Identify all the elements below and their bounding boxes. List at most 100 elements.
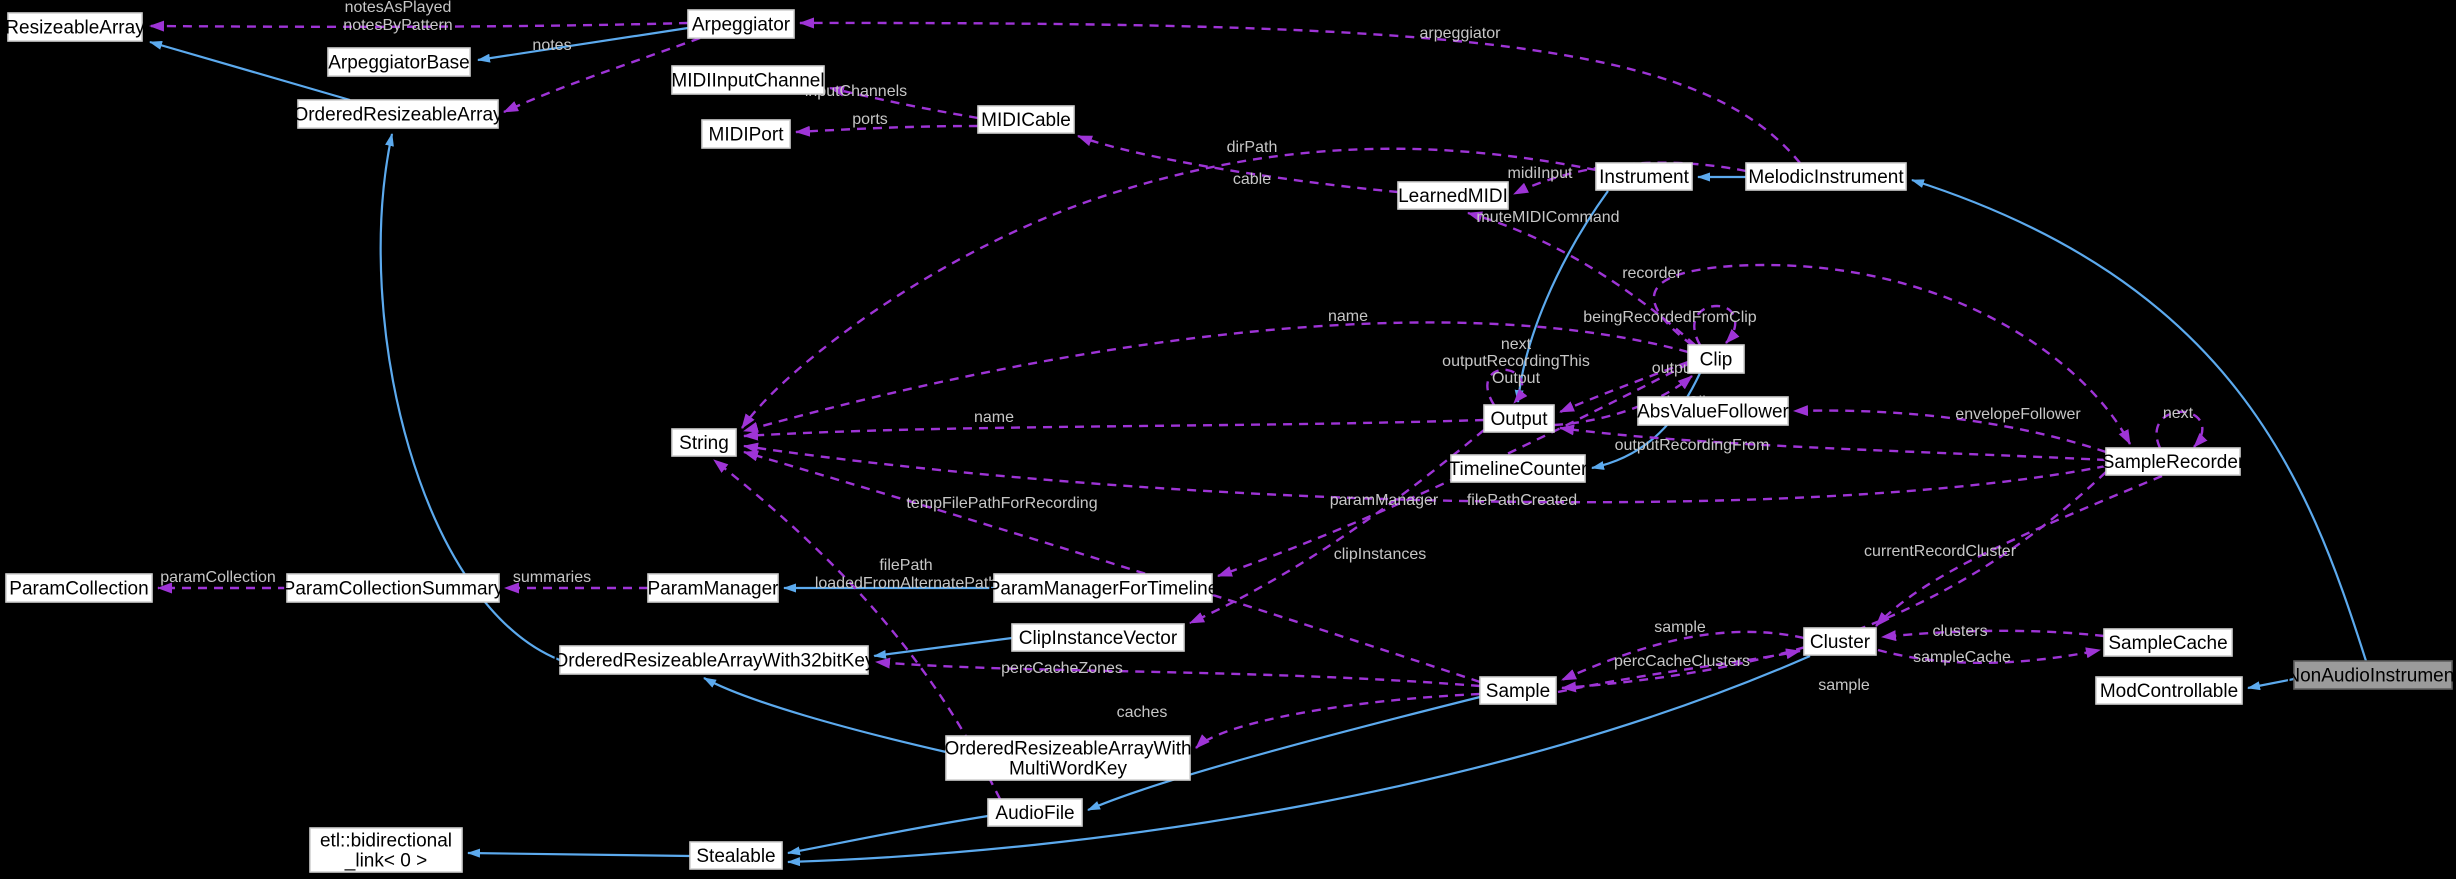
- class-node-box-AudioFile[interactable]: [987, 798, 1083, 827]
- class-node-label-ResizeableArray[interactable]: ResizeableArray: [5, 18, 145, 39]
- class-node-box-SampleRecorder[interactable]: [2105, 447, 2241, 476]
- class-node-box-Stealable[interactable]: [689, 841, 783, 870]
- class-node-label-OrderedResizeableArrayWith32bitKey[interactable]: OrderedResizeableArrayWith32bitKey: [553, 651, 875, 672]
- class-node-SampleRecorder[interactable]: SampleRecorder: [2102, 447, 2245, 476]
- class-node-ArpeggiatorBase[interactable]: ArpeggiatorBase: [327, 47, 471, 77]
- class-node-box-MIDIInputChannel[interactable]: [671, 65, 825, 95]
- class-node-TimelineCounter[interactable]: TimelineCounter: [1449, 454, 1588, 483]
- class-node-box-Cluster[interactable]: [1803, 627, 1877, 656]
- class-node-label-OrderedResizeableArrayWithMultiWordKey-line2[interactable]: MultiWordKey: [1009, 759, 1127, 780]
- class-node-box-TimelineCounter[interactable]: [1450, 454, 1586, 483]
- class-node-box-AbsValueFollower[interactable]: [1637, 396, 1789, 426]
- class-node-label-Output[interactable]: Output: [1490, 409, 1548, 430]
- class-node-label-Cluster[interactable]: Cluster: [1810, 632, 1871, 653]
- class-node-box-NonAudioInstrument[interactable]: [2293, 660, 2453, 690]
- class-node-box-Clip[interactable]: [1687, 344, 1745, 374]
- class-node-box-OrderedResizeableArrayWith32bitKey[interactable]: [559, 645, 869, 675]
- class-node-label-ParamCollectionSummary[interactable]: ParamCollectionSummary: [283, 579, 504, 600]
- class-node-ParamCollection[interactable]: ParamCollection: [5, 573, 153, 603]
- class-node-Output[interactable]: Output: [1483, 404, 1555, 433]
- class-node-Stealable[interactable]: Stealable: [689, 841, 783, 870]
- class-node-MIDIPort[interactable]: MIDIPort: [701, 119, 791, 149]
- class-node-AudioFile[interactable]: AudioFile: [987, 798, 1083, 827]
- class-node-OrderedResizeableArrayWith32bitKey[interactable]: OrderedResizeableArrayWith32bitKey: [553, 645, 875, 675]
- class-node-box-Sample[interactable]: [1479, 676, 1557, 705]
- class-node-label-MelodicInstrument[interactable]: MelodicInstrument: [1748, 167, 1904, 188]
- class-node-box-EtlBidirectionalLink[interactable]: [309, 827, 463, 873]
- class-node-box-SampleCache[interactable]: [2103, 628, 2233, 657]
- class-node-box-ParamCollectionSummary[interactable]: [286, 573, 500, 603]
- edge-MIDICable-to-MIDIPort: [795, 124, 979, 137]
- edge-Cluster-to-Stealable: [787, 654, 1811, 867]
- class-node-Sample[interactable]: Sample: [1479, 676, 1557, 705]
- class-node-box-MelodicInstrument[interactable]: [1745, 162, 1907, 191]
- class-node-label-ParamManagerForTimeline[interactable]: ParamManagerForTimeline: [988, 579, 1219, 600]
- class-node-Arpeggiator[interactable]: Arpeggiator: [687, 9, 795, 39]
- class-node-MIDICable[interactable]: MIDICable: [977, 105, 1075, 134]
- class-node-label-NonAudioInstrument[interactable]: NonAudioInstrument: [2286, 666, 2456, 687]
- class-node-ParamCollectionSummary[interactable]: ParamCollectionSummary: [283, 573, 504, 603]
- edge-label-dirPath: dirPath: [1227, 139, 1278, 156]
- class-node-box-ParamManagerForTimeline[interactable]: [993, 573, 1213, 603]
- class-node-box-ResizeableArray[interactable]: [7, 12, 143, 42]
- class-node-label-ParamCollection[interactable]: ParamCollection: [9, 579, 148, 600]
- class-node-label-Arpeggiator[interactable]: Arpeggiator: [692, 15, 791, 36]
- class-node-NonAudioInstrument[interactable]: NonAudioInstrument: [2286, 660, 2456, 690]
- class-node-label-AbsValueFollower[interactable]: AbsValueFollower: [1637, 402, 1789, 423]
- class-node-label-MIDIPort[interactable]: MIDIPort: [709, 125, 785, 146]
- class-node-label-Sample[interactable]: Sample: [1486, 681, 1550, 702]
- class-node-ClipInstanceVector[interactable]: ClipInstanceVector: [1011, 623, 1185, 652]
- class-node-label-ArpeggiatorBase[interactable]: ArpeggiatorBase: [328, 53, 470, 74]
- class-node-box-String[interactable]: [671, 428, 737, 457]
- class-node-label-MIDIInputChannel[interactable]: MIDIInputChannel: [671, 71, 824, 92]
- class-node-label-OrderedResizeableArrayWithMultiWordKey-line1[interactable]: OrderedResizeableArrayWith: [944, 739, 1191, 760]
- class-node-label-MIDICable[interactable]: MIDICable: [981, 110, 1071, 131]
- class-node-label-AudioFile[interactable]: AudioFile: [995, 803, 1074, 824]
- class-node-ParamManagerForTimeline[interactable]: ParamManagerForTimeline: [988, 573, 1219, 603]
- class-node-label-ClipInstanceVector[interactable]: ClipInstanceVector: [1019, 628, 1178, 649]
- class-node-label-Clip[interactable]: Clip: [1700, 350, 1733, 371]
- class-node-box-MIDICable[interactable]: [977, 105, 1075, 134]
- class-node-box-OrderedResizeableArray[interactable]: [297, 99, 499, 129]
- class-node-Clip[interactable]: Clip: [1687, 344, 1745, 374]
- class-node-label-String[interactable]: String: [679, 433, 729, 454]
- class-node-label-SampleRecorder[interactable]: SampleRecorder: [2102, 452, 2245, 473]
- class-node-box-ParamCollection[interactable]: [5, 573, 153, 603]
- class-node-ResizeableArray[interactable]: ResizeableArray: [5, 12, 145, 42]
- class-node-EtlBidirectionalLink[interactable]: etl::bidirectional_link< 0 >: [309, 827, 463, 873]
- class-node-box-Instrument[interactable]: [1595, 162, 1693, 191]
- class-node-box-ModControllable[interactable]: [2095, 676, 2243, 705]
- class-node-Cluster[interactable]: Cluster: [1803, 627, 1877, 656]
- class-node-SampleCache[interactable]: SampleCache: [2103, 628, 2233, 657]
- class-node-box-ClipInstanceVector[interactable]: [1011, 623, 1185, 652]
- class-node-ModControllable[interactable]: ModControllable: [2095, 676, 2243, 705]
- class-node-label-ParamManager[interactable]: ParamManager: [648, 579, 780, 600]
- class-node-label-EtlBidirectionalLink-line2[interactable]: _link< 0 >: [344, 851, 427, 872]
- class-node-MelodicInstrument[interactable]: MelodicInstrument: [1745, 162, 1907, 191]
- class-node-box-MIDIPort[interactable]: [701, 119, 791, 149]
- class-node-label-Instrument[interactable]: Instrument: [1599, 167, 1689, 188]
- class-node-ParamManager[interactable]: ParamManager: [647, 573, 780, 603]
- class-node-label-ModControllable[interactable]: ModControllable: [2100, 681, 2238, 702]
- class-node-AbsValueFollower[interactable]: AbsValueFollower: [1637, 396, 1790, 426]
- class-node-label-Stealable[interactable]: Stealable: [696, 846, 775, 867]
- class-node-label-SampleCache[interactable]: SampleCache: [2108, 633, 2227, 654]
- class-node-box-LearnedMIDI[interactable]: [1397, 181, 1509, 210]
- class-node-label-TimelineCounter[interactable]: TimelineCounter: [1449, 459, 1588, 480]
- class-node-box-OrderedResizeableArrayWithMultiWordKey[interactable]: [945, 735, 1191, 781]
- class-node-OrderedResizeableArray[interactable]: OrderedResizeableArray: [293, 99, 503, 129]
- class-node-LearnedMIDI[interactable]: LearnedMIDI: [1397, 181, 1509, 210]
- class-node-MIDIInputChannel[interactable]: MIDIInputChannel: [671, 65, 825, 95]
- edge-label-percCacheZones: percCacheZones: [1001, 660, 1123, 677]
- class-node-box-ParamManager[interactable]: [647, 573, 779, 603]
- edge-LearnedMIDI-to-MIDICable: [1077, 134, 1399, 194]
- class-node-label-OrderedResizeableArray[interactable]: OrderedResizeableArray: [293, 105, 503, 126]
- class-node-String[interactable]: String: [671, 428, 737, 457]
- class-node-box-ArpeggiatorBase[interactable]: [327, 47, 471, 77]
- class-node-box-Arpeggiator[interactable]: [687, 9, 795, 39]
- class-node-Instrument[interactable]: Instrument: [1595, 162, 1693, 191]
- class-node-label-LearnedMIDI[interactable]: LearnedMIDI: [1398, 186, 1508, 207]
- class-node-box-Output[interactable]: [1483, 404, 1555, 433]
- class-node-label-EtlBidirectionalLink-line1[interactable]: etl::bidirectional: [320, 831, 452, 852]
